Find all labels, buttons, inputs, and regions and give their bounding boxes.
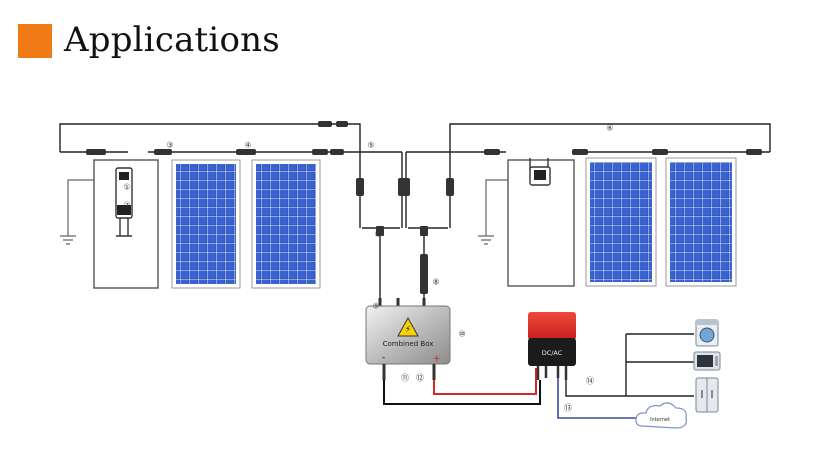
- right-string: [406, 123, 771, 287]
- left-string: [59, 121, 402, 289]
- marker-14: ⑭: [586, 377, 594, 386]
- ground-symbol-right: [478, 179, 508, 245]
- minus-terminal-label: -: [382, 353, 385, 363]
- cloud-label: Internet: [650, 417, 670, 423]
- marker-12: ⑫: [416, 374, 424, 383]
- negative-dc-wire: [383, 380, 541, 405]
- y-branch-plugs: [356, 178, 454, 294]
- microwave-icon: [693, 351, 721, 371]
- micro-device-right: [529, 158, 551, 186]
- cloud-icon: Internet: [635, 402, 687, 429]
- mc4-connector: [86, 121, 348, 155]
- marker-11: ⑪: [401, 374, 409, 383]
- refrigerator-icon: [695, 377, 719, 413]
- plus-terminal-label: +: [433, 354, 441, 364]
- svg-text:⚡: ⚡: [405, 325, 411, 335]
- marker-4: ④: [244, 141, 251, 150]
- marker-7: ⑦: [374, 230, 381, 239]
- marker-1: ①: [123, 183, 130, 192]
- ac-distribution-wire: [625, 333, 694, 397]
- marker-13: ⑬: [564, 404, 572, 413]
- marker-10: ⑩: [458, 330, 465, 339]
- positive-dc-wire: [433, 368, 537, 395]
- marker-5: ⑤: [367, 141, 374, 150]
- page-title: Applications: [64, 20, 280, 60]
- marker-6: ⑥: [606, 124, 613, 133]
- combiner-label: Combined Box: [383, 340, 434, 348]
- marker-3: ③: [166, 141, 173, 150]
- internet-wire: [557, 378, 636, 419]
- ground-symbol-left: [60, 179, 94, 245]
- ac-output-wire: [565, 380, 626, 397]
- warning-icon: [397, 316, 419, 337]
- inverter-label: DC/AC: [542, 349, 563, 357]
- marker-2: ②: [123, 201, 130, 210]
- mc4-connector: [484, 149, 762, 155]
- title-accent-square: [18, 24, 52, 58]
- combiner-box: ⚡ Combined Box - +: [365, 298, 451, 380]
- washing-machine-icon: [695, 319, 719, 347]
- y-branch-connectors: [359, 152, 451, 298]
- left-loop-wire: [59, 123, 361, 152]
- marker-9: ⑨: [372, 302, 379, 311]
- inverter: DC/AC: [528, 312, 576, 380]
- optimizer-device: [115, 167, 133, 237]
- right-loop-wire: [449, 123, 771, 152]
- marker-8: ⑧: [432, 278, 439, 287]
